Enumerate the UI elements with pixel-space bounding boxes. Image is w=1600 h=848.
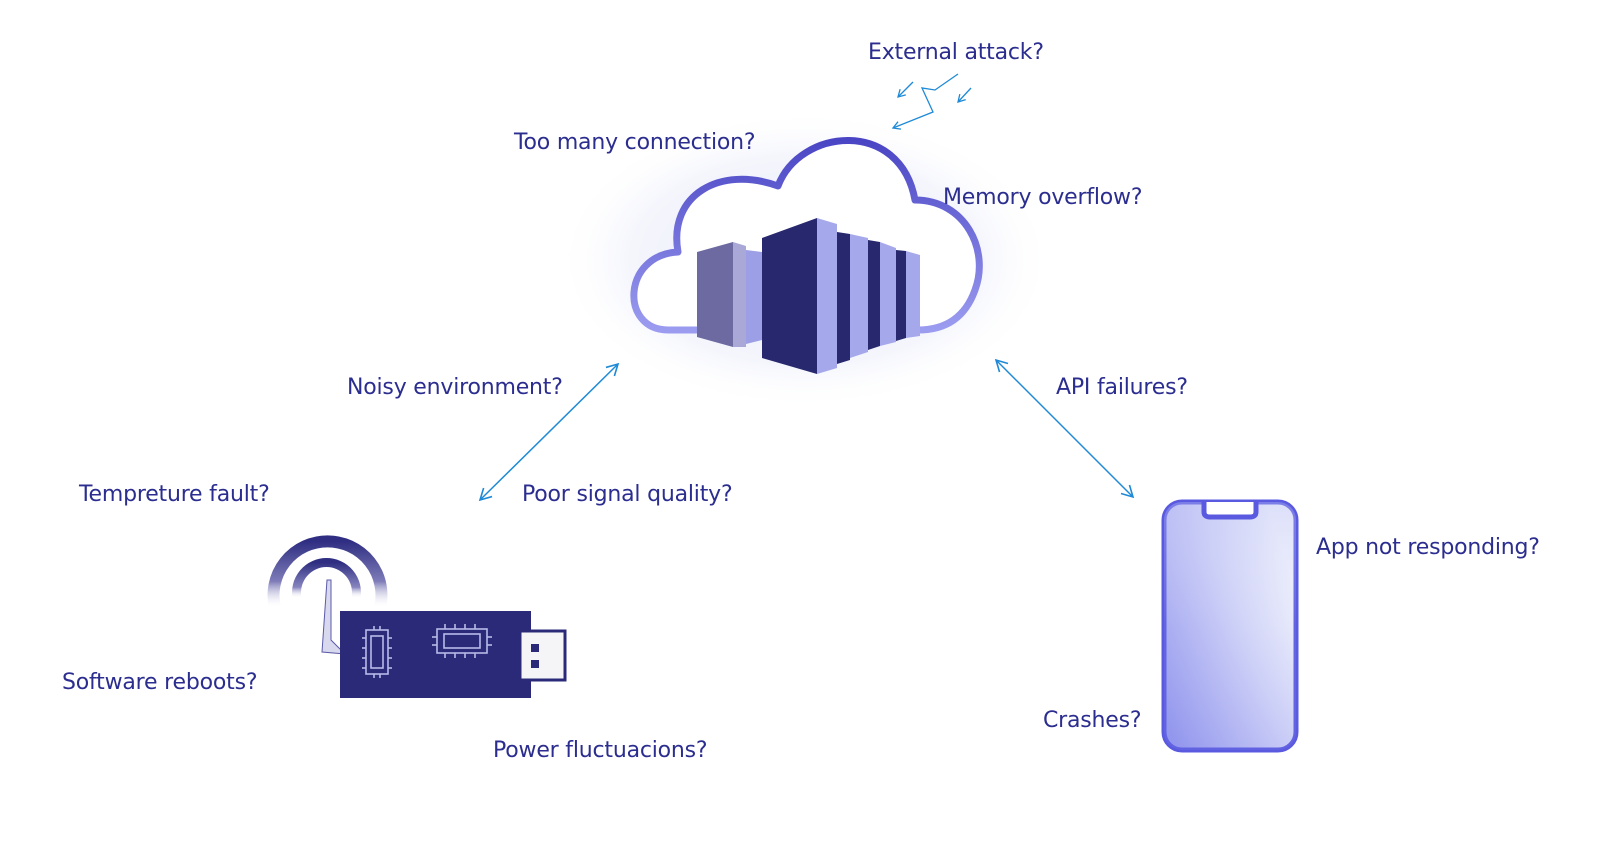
label-external-attack: External attack? <box>868 40 1044 65</box>
label-crashes: Crashes? <box>1043 708 1142 733</box>
usb-iot-device-icon <box>267 535 567 698</box>
label-too-many-connection: Too many connection? <box>514 130 756 155</box>
cloud-server-icon <box>555 110 1055 410</box>
label-api-failures: API failures? <box>1056 375 1188 400</box>
label-noisy-environment: Noisy environment? <box>347 375 563 400</box>
arrow-device-cloud <box>478 362 620 502</box>
label-poor-signal-quality: Poor signal quality? <box>522 482 733 507</box>
arrow-cloud-phone <box>994 358 1135 499</box>
label-power-fluctuacions: Power fluctuacions? <box>493 738 708 763</box>
smartphone-icon <box>1161 499 1299 753</box>
label-app-not-responding: App not responding? <box>1316 535 1540 560</box>
label-software-reboots: Software reboots? <box>62 670 258 695</box>
label-memory-overflow: Memory overflow? <box>943 185 1143 210</box>
label-tempreture-fault: Tempreture fault? <box>79 482 270 507</box>
lightning-attack-icon <box>891 73 972 130</box>
wireless-signal-icon <box>267 535 388 610</box>
